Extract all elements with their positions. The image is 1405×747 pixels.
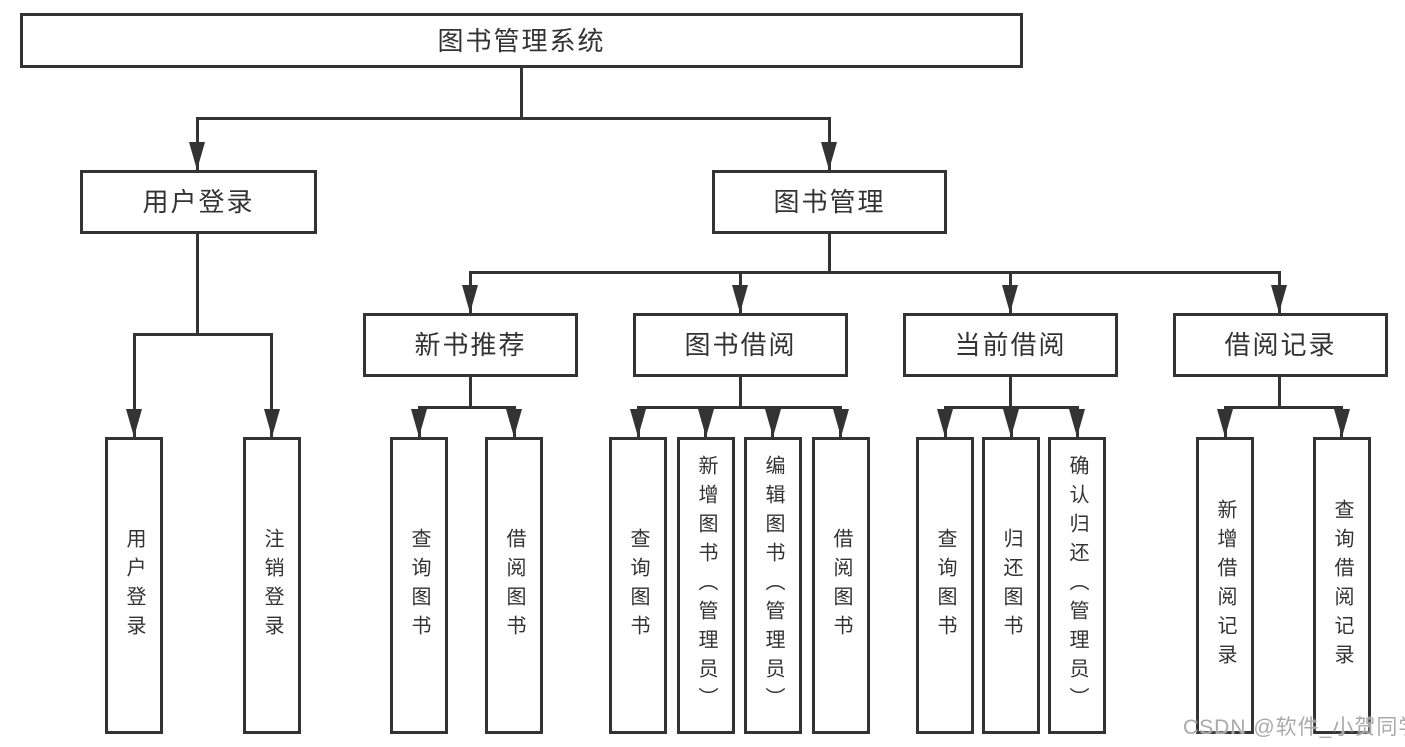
arrowhead-current-borrow	[1002, 285, 1018, 313]
node-leaf-query-record: 查询借阅记录	[1313, 437, 1371, 734]
connector-new-book-rec-split	[418, 406, 516, 409]
node-leaf-query-book-current: 查询图书	[916, 437, 974, 734]
node-root: 图书管理系统	[20, 13, 1023, 68]
arrowhead-query-book-borrow	[630, 409, 646, 437]
arrowhead-return-book	[1003, 409, 1019, 437]
arrowhead-edit-book	[765, 409, 781, 437]
node-leaf-query-book-rec: 查询图书	[390, 437, 448, 734]
arrowhead-query-record	[1334, 409, 1350, 437]
arrowhead-query-book-current	[937, 409, 953, 437]
connector-root-split	[196, 117, 831, 120]
arrowhead-borrow-book-rec	[506, 409, 522, 437]
arrowhead-user-login	[189, 142, 205, 170]
connector-book-borrow-stem	[739, 377, 742, 409]
node-leaf-logout: 注销登录	[243, 437, 301, 734]
arrowhead-book-mgmt	[821, 142, 837, 170]
arrowhead-leaf-user-login	[126, 409, 142, 437]
connector-book-borrow-split	[637, 406, 842, 409]
connector-user-login-split	[133, 333, 273, 336]
arrowhead-add-book	[698, 409, 714, 437]
node-leaf-edit-book: 编辑图书（管理员）	[744, 437, 802, 734]
arrowhead-leaf-logout	[264, 409, 280, 437]
node-leaf-user-login: 用户登录	[105, 437, 163, 734]
node-book-borrow: 图书借阅	[633, 313, 848, 377]
node-leaf-add-book: 新增图书（管理员）	[677, 437, 735, 734]
arrowhead-borrow-book-borrow	[833, 409, 849, 437]
node-leaf-borrow-book-borrow: 借阅图书	[812, 437, 870, 734]
connector-new-book-rec-stem	[469, 377, 472, 409]
connector-book-mgmt-stem	[828, 234, 831, 274]
node-user-login: 用户登录	[80, 170, 317, 234]
arrowhead-query-book-rec	[411, 409, 427, 437]
arrowhead-new-book-rec	[462, 285, 478, 313]
connector-root-stem	[520, 66, 523, 120]
connector-book-mgmt-split	[469, 271, 1281, 274]
connector-borrow-record-split	[1224, 406, 1343, 409]
connector-current-borrow-stem	[1009, 377, 1012, 409]
node-leaf-return-book: 归还图书	[982, 437, 1040, 734]
arrowhead-borrow-record	[1271, 285, 1287, 313]
edge-stem-leaf-user-login	[133, 333, 136, 437]
arrowhead-confirm-return	[1069, 409, 1085, 437]
node-leaf-confirm-return: 确认归还（管理员）	[1048, 437, 1106, 734]
node-current-borrow: 当前借阅	[903, 313, 1118, 377]
node-leaf-borrow-book-rec: 借阅图书	[485, 437, 543, 734]
node-borrow-record: 借阅记录	[1173, 313, 1388, 377]
node-book-mgmt: 图书管理	[712, 170, 947, 234]
connector-user-login-stem	[196, 234, 199, 336]
csdn-watermark: CSDN @软件_小贺同学	[1183, 716, 1405, 739]
node-new-book-rec: 新书推荐	[363, 313, 578, 377]
edge-stem-leaf-logout	[270, 333, 273, 437]
arrowhead-add-record	[1217, 409, 1233, 437]
node-leaf-query-book-borrow: 查询图书	[609, 437, 667, 734]
arrowhead-book-borrow	[732, 285, 748, 313]
connector-borrow-record-stem	[1278, 377, 1281, 409]
node-leaf-add-record: 新增借阅记录	[1196, 437, 1254, 734]
